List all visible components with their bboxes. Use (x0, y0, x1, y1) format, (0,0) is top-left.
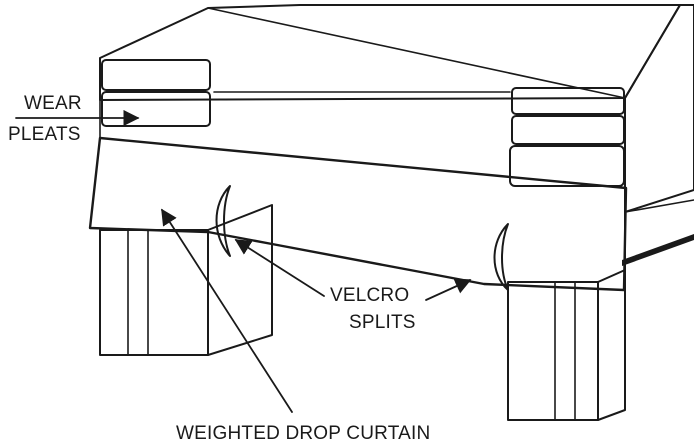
pleats-label: PLEATS (8, 124, 81, 145)
drop-curtain (88, 136, 628, 292)
wear-label: WEAR (24, 93, 82, 114)
velcro-split-left (215, 185, 231, 257)
velcro-label: VELCRO (330, 285, 409, 306)
curtain-label: WEIGHTED DROP CURTAIN (176, 423, 430, 444)
right-support-column (507, 269, 626, 421)
leader-lines (15, 109, 472, 413)
splits-label: SPLITS (349, 312, 416, 333)
wear-pleats-right (509, 87, 625, 187)
curtain-arrow (161, 208, 293, 413)
labels: WEAR PLEATS VELCRO SPLITS WEIGHTED DROP … (8, 93, 430, 444)
wear-pleats-left (101, 59, 211, 127)
velcro-arrow-right (425, 278, 472, 301)
velcro-arrow-left (234, 239, 325, 297)
left-support-column (99, 204, 273, 356)
velcro-split-right (493, 223, 509, 291)
